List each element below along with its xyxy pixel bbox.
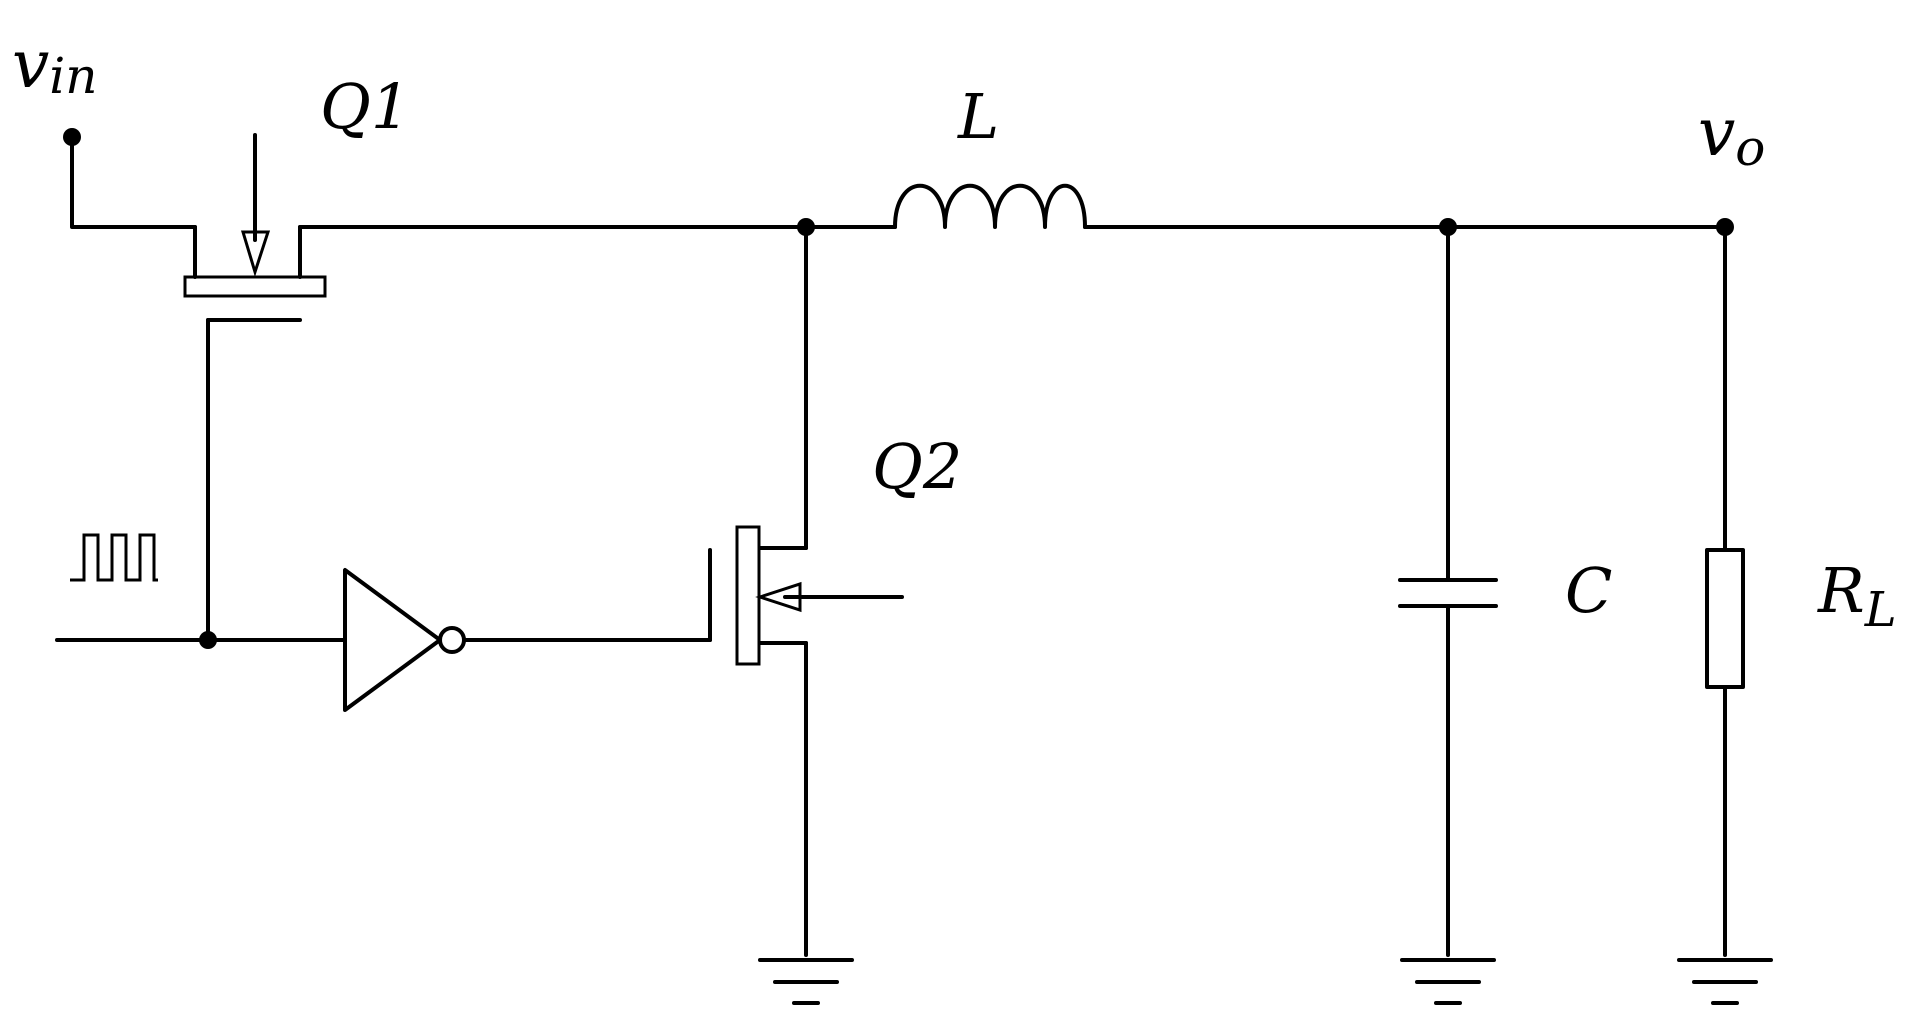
- inverter-gate: [343, 568, 466, 712]
- vin-label-sub: in: [49, 47, 97, 105]
- q2-transistor: [708, 225, 904, 957]
- capacitor-label: C: [1565, 554, 1612, 627]
- vo-label-sub: o: [1735, 119, 1765, 177]
- ground-symbol-c: [1400, 958, 1496, 1005]
- inductor-label: L: [957, 80, 999, 153]
- vin-label-main: v: [12, 26, 49, 103]
- vo-label-main: v: [1698, 94, 1735, 171]
- resistor-RL: [1705, 225, 1745, 957]
- resistor-label-main: R: [1817, 554, 1865, 627]
- ground-symbol-rl: [1677, 958, 1773, 1005]
- inductor-L: [893, 183, 1087, 229]
- vo-label: vo: [1698, 94, 1765, 177]
- vin-terminal: [63, 128, 197, 247]
- capacitor-C: [1398, 225, 1498, 957]
- gate-drive-node: [199, 631, 217, 649]
- q1-label: Q1: [320, 70, 410, 143]
- pwm-source-symbol: [70, 533, 158, 582]
- vin-label: vin: [12, 26, 98, 105]
- resistor-label: RL: [1817, 554, 1897, 638]
- ground-symbol-q2: [758, 958, 854, 1005]
- resistor-label-sub: L: [1864, 582, 1897, 638]
- q1-transistor: [183, 133, 327, 642]
- q2-label: Q2: [872, 430, 962, 503]
